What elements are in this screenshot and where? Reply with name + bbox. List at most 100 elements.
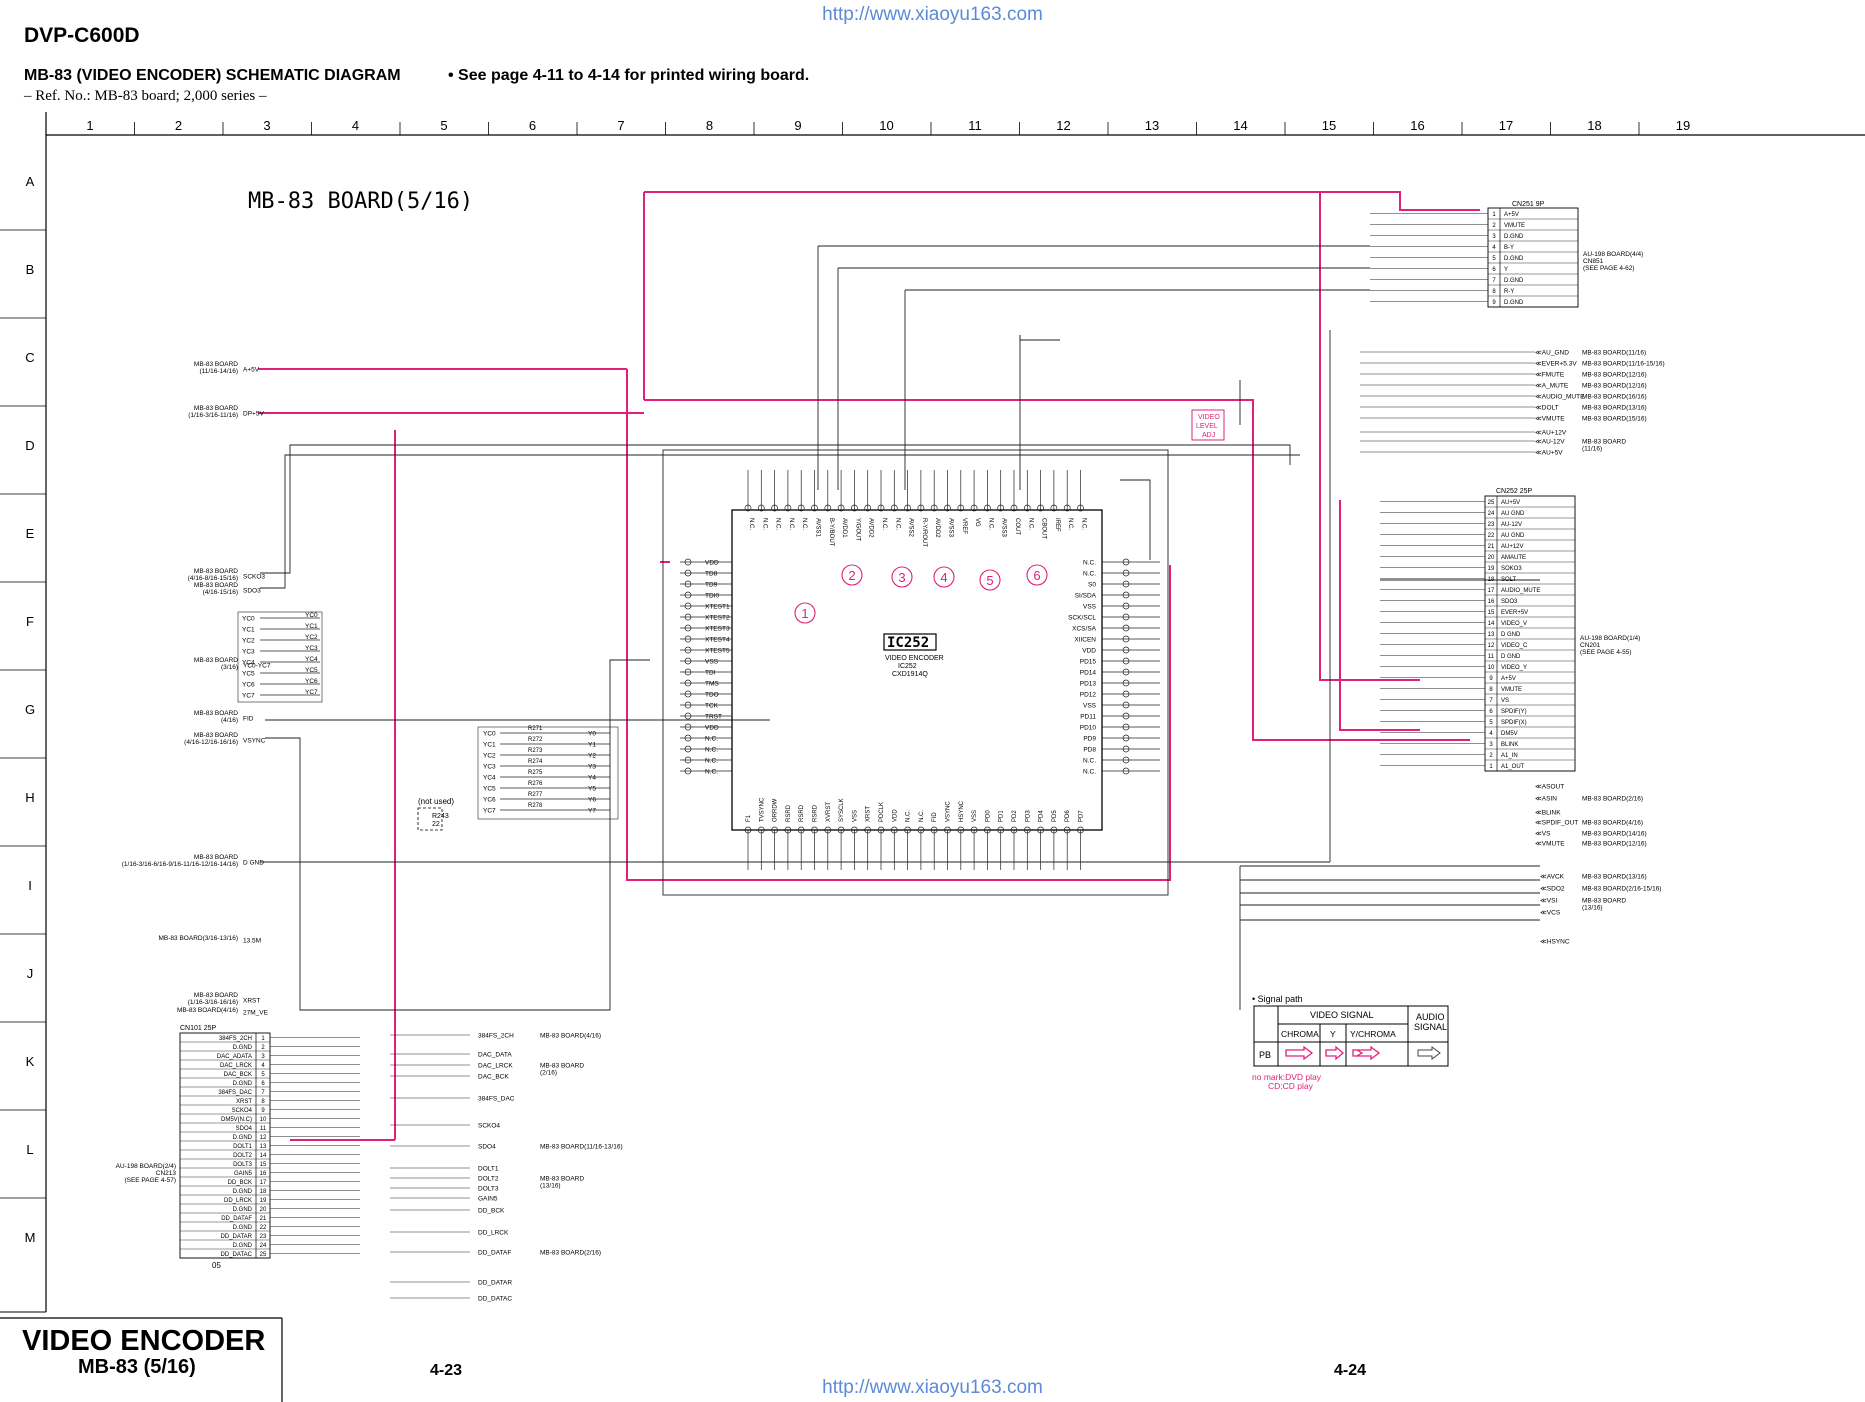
cn251-pin-number: 1 xyxy=(1492,212,1496,218)
circled-marker xyxy=(979,569,1001,591)
ic-pin-label: PD4 xyxy=(1039,810,1045,822)
ic-pin-label: PD9 xyxy=(1083,736,1096,743)
cn252-pin-number: 13 xyxy=(1488,632,1495,638)
cn251-title: CN251 9P xyxy=(1512,201,1545,208)
ic-pin-label: N.C. xyxy=(1083,560,1096,567)
cn101-output-signal: DAC_DATA xyxy=(478,1052,512,1059)
cn252-pin-signal: AU GND xyxy=(1501,533,1525,539)
yc-bus-label: YC4 xyxy=(483,775,496,782)
ic-pin-label: XTEST5 xyxy=(705,648,730,655)
row-label: D xyxy=(25,438,34,453)
ic-pin-label: N.C. xyxy=(801,518,807,530)
ic-pin-label: N.C. xyxy=(1083,758,1096,765)
ic-pin-label: VREF xyxy=(961,518,967,534)
cn252-pin-signal: AU+12V xyxy=(1501,544,1524,550)
cn252-pin-number: 21 xyxy=(1488,544,1495,550)
left-connector-signal: FID xyxy=(243,716,254,723)
right-connector-signal: ≪ASIN xyxy=(1535,796,1557,803)
cn252-pin-number: 1 xyxy=(1489,764,1493,770)
ic-left-pins: VDDTD8TD9TDI0XTEST1XTEST2XTEST3XTEST4XTE… xyxy=(680,558,732,776)
right-connector-dest: MB-83 BOARD(13/16) xyxy=(1582,405,1647,412)
cn252-pin-signal: SDO3 xyxy=(1501,599,1518,605)
yc-bus-label: YC4 xyxy=(242,660,255,667)
cn101-pin-number: 5 xyxy=(261,1072,265,1078)
yc-bus-label: YC3 xyxy=(242,649,255,656)
ic-pin-label: VDD xyxy=(1082,648,1096,655)
yc-bus-label: YC5 xyxy=(242,671,255,678)
cn251-pin-number: 4 xyxy=(1492,245,1496,251)
yc-bus-label: YC0 xyxy=(242,616,255,623)
ic-pin-label: N.C. xyxy=(1027,518,1033,530)
left-connector-signal: SDO3 xyxy=(243,588,261,595)
ic-pin-label: N.C. xyxy=(1083,571,1096,578)
yc-bus-label: YC3 xyxy=(305,645,318,652)
cn101-output-signal: GAIN5 xyxy=(478,1196,498,1203)
ic-pin-label: XRST xyxy=(866,806,872,822)
cn252-pin-number: 16 xyxy=(1488,599,1495,605)
cn101-pin-signal: 384FS_DAC xyxy=(218,1090,252,1096)
cn101-output-signal: DOLT3 xyxy=(478,1186,499,1193)
column-label: 19 xyxy=(1676,118,1690,133)
ic-pin-label: PD15 xyxy=(1080,659,1097,666)
cn101-pin-number: 11 xyxy=(260,1126,267,1132)
cn251-pin-signal: D.GND xyxy=(1504,300,1524,306)
yc-bus-label: YC1 xyxy=(305,623,318,630)
cn252-pin-signal: A1_IN xyxy=(1501,753,1518,759)
cn251-side-label: AU-198 BOARD(4/4)CN851(SEE PAGE 4-62) xyxy=(1583,251,1643,272)
ic-pin-label: N.C. xyxy=(775,518,781,530)
cn101-output-signal: 384FS_DAC xyxy=(478,1096,515,1103)
cn101-pin-signal: 384FS_2CH xyxy=(219,1036,252,1042)
cn252-pin-signal: DM5V xyxy=(1501,731,1518,737)
cn101-pin-number: 7 xyxy=(261,1090,265,1096)
cn252-title: CN252 25P xyxy=(1496,488,1533,495)
ic-pin-label: PD3 xyxy=(1025,810,1031,822)
cn101-pin-number: 23 xyxy=(260,1234,267,1240)
row-label: J xyxy=(27,966,34,981)
cn252-pin-number: 24 xyxy=(1488,511,1495,517)
row-label: A xyxy=(26,174,35,189)
cn101-pin-number: 1 xyxy=(261,1036,265,1042)
cn101-pin-signal: DAC_BCK xyxy=(224,1072,252,1078)
cn101-output-dest: MB-83 BOARD(2/16) xyxy=(540,1063,584,1077)
svg-text:Y: Y xyxy=(1330,1029,1336,1039)
svg-text:VIDEO SIGNAL: VIDEO SIGNAL xyxy=(1310,1010,1374,1020)
cn252-pin-number: 3 xyxy=(1489,742,1493,748)
cn252-pin-signal: SPDIF(X) xyxy=(1501,720,1527,726)
cn252-pin-signal: VIDEO_C xyxy=(1501,643,1528,649)
circled-marker-label: 5 xyxy=(986,573,993,588)
cn251-pin-signal: Y xyxy=(1504,267,1508,273)
ic-pin-label: VDD xyxy=(705,560,719,567)
circled-marker-label: 6 xyxy=(1033,568,1040,583)
cn252-pin-number: 2 xyxy=(1489,753,1493,759)
cn101-pin-signal: DOLT2 xyxy=(233,1153,253,1159)
cn101-output-signal: DAC_LRCK xyxy=(478,1063,513,1070)
ic-pin-label: N.C. xyxy=(1081,518,1087,530)
right-connector-signal: ≪AU+12V xyxy=(1535,430,1567,437)
cn101-pin-signal: DM5V(N.C) xyxy=(221,1117,252,1123)
ic-right-pins: N.C.N.C.S0SI/SDAVSSSCK/SCLXCS/SAXIICENVD… xyxy=(1068,558,1160,776)
row-label: E xyxy=(26,526,35,541)
ic-pin-label: VSS xyxy=(1083,604,1097,611)
column-label: 8 xyxy=(706,118,713,133)
cn251-pin-signal: VMUTE xyxy=(1504,223,1525,229)
right-connector-signal: ≪AU_GND xyxy=(1535,350,1569,357)
ic-pin-label: PD12 xyxy=(1080,692,1097,699)
circled-marker xyxy=(841,564,863,586)
cn252-pin-number: 11 xyxy=(1488,654,1495,660)
cn101-output-dest: MB-83 BOARD(4/16) xyxy=(540,1033,601,1040)
cn101-pin-signal: D.GND xyxy=(233,1081,253,1087)
ic-pin-label: N.C. xyxy=(906,810,912,822)
column-label: 3 xyxy=(263,118,270,133)
cn101-pin-signal: D.GND xyxy=(233,1045,253,1051)
column-label: 9 xyxy=(794,118,801,133)
cn101-output-signal: 384FS_2CH xyxy=(478,1033,514,1040)
cn101-output-dest: MB-83 BOARD(11/16-13/16) xyxy=(540,1144,623,1151)
ic-pin-label: XTEST1 xyxy=(705,604,730,611)
right-connector-signal: ≪VMUTE xyxy=(1535,841,1565,848)
yc-resistor-label: R274 xyxy=(528,759,543,765)
ic-pin-label: N.C. xyxy=(705,747,718,754)
yc-bus-label: YC2 xyxy=(483,753,496,760)
yc-bus-label: YC4 xyxy=(305,656,318,663)
